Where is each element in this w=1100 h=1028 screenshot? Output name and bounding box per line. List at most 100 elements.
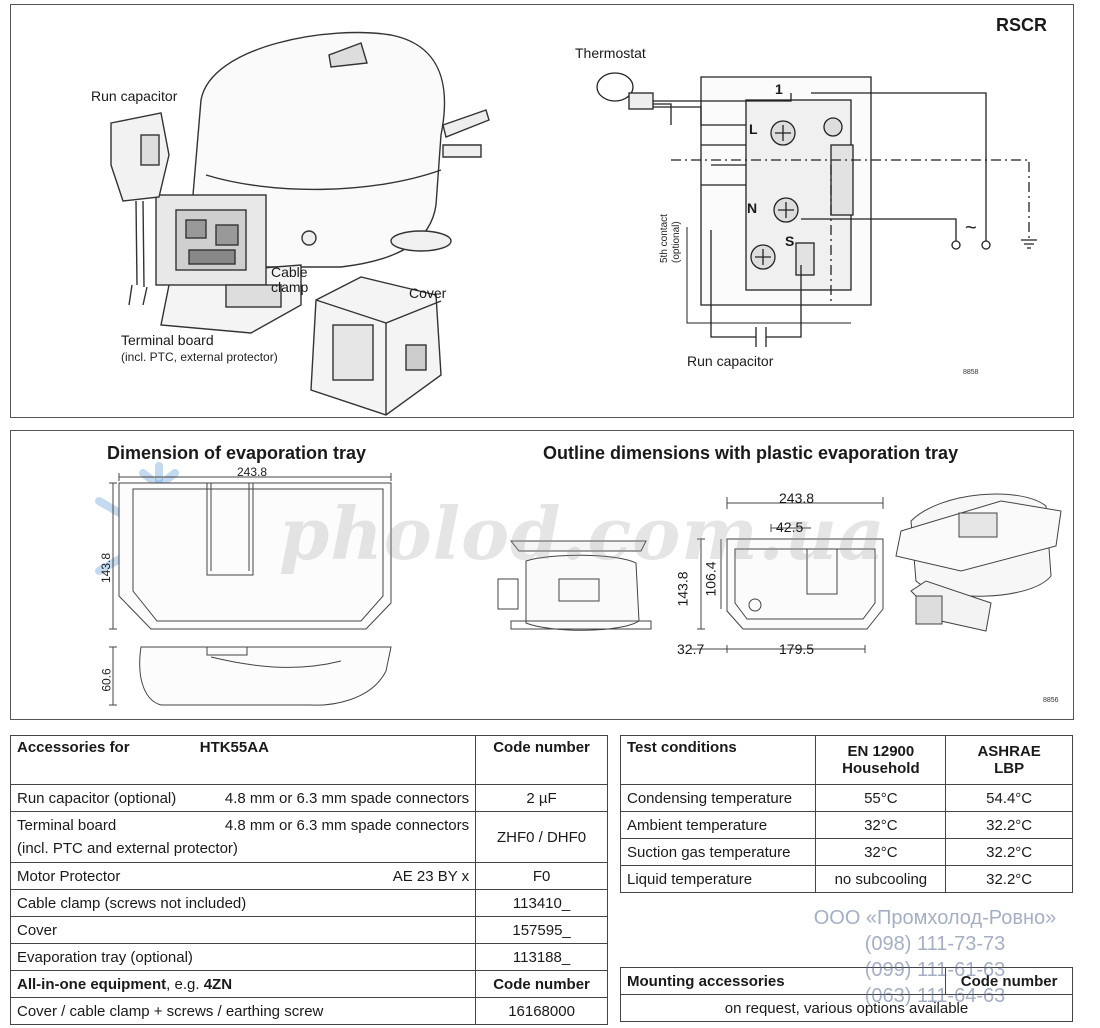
ashrae-header: ASHRAE	[977, 743, 1041, 760]
outline-inner-height-dim: 106.4	[702, 561, 719, 597]
row-spec: 4.8 mm or 6.3 mm spade connectors	[224, 789, 470, 807]
row-ashrae-value: 32.2°C	[945, 811, 1073, 839]
accessories-table: Accessories for HTK55AA Code number Run …	[9, 735, 608, 1025]
row-en-value: 32°C	[815, 811, 947, 839]
row-name: Ambient temperature	[619, 811, 817, 839]
row-name: Cover	[9, 916, 477, 944]
thermostat-label: Thermostat	[575, 45, 646, 61]
accessories-header-row: Accessories for HTK55AA Code number	[9, 735, 608, 785]
row-ashrae-value: 54.4°C	[945, 784, 1073, 812]
outline-dimensions-title: Outline dimensions with plastic evaporat…	[543, 443, 959, 463]
watermark-text: pholod.com.ua	[279, 491, 886, 576]
table-row: Evaporation tray (optional) 113188_	[9, 943, 608, 971]
row-name: Run capacitor (optional)	[17, 789, 177, 807]
row-spec: AE 23 BY x	[392, 867, 470, 885]
company-phone: (098) 111-73-73	[864, 933, 1006, 955]
company-name: ООО «Промхолод-Ровно»	[813, 907, 1057, 929]
table-row: Ambient temperature 32°C 32.2°C	[619, 811, 1073, 839]
mounting-label: Mounting accessories	[619, 967, 947, 995]
row-code: 16168000	[475, 997, 608, 1025]
wiring-schematic	[596, 72, 1037, 347]
mounting-header-row: Mounting accessories Code number	[619, 967, 1073, 995]
row-name: Motor Protector	[17, 867, 121, 885]
cable-clamp-label: Cable clamp	[271, 264, 309, 295]
row-spec: 4.8 mm or 6.3 mm spade connectors	[224, 817, 470, 834]
row-name: Cable clamp (screws not included)	[9, 889, 477, 917]
row-name: Cover / cable clamp + screws / earthing …	[9, 997, 477, 1025]
row-en-value: no subcooling	[815, 865, 947, 893]
compressor-illustration	[110, 31, 490, 416]
table-row: Run capacitor (optional) 4.8 mm or 6.3 mm…	[9, 784, 608, 812]
mounting-row: on request, various options available	[620, 994, 1073, 1022]
table-row: Liquid temperature no subcooling 32.2°C	[619, 865, 1073, 893]
allinone-header-row: All-in-one equipment, e.g. 4ZN Code numb…	[9, 970, 608, 998]
outline-height-dim: 143.8	[674, 571, 691, 607]
outline-offset-dim: 42.5	[776, 519, 804, 535]
figure-number: 8858	[963, 369, 979, 376]
tray-height-dim: 143.8	[99, 552, 114, 584]
tray-side-height-dim: 60.6	[99, 668, 114, 692]
row-en-value: 55°C	[815, 784, 947, 812]
table-row: Cover 157595_	[9, 916, 608, 944]
row-ashrae-value: 32.2°C	[945, 838, 1073, 866]
allinone-code-header: Code number	[475, 970, 608, 998]
ashrae-subheader: LBP	[994, 760, 1025, 777]
row-name: Suction gas temperature	[619, 838, 817, 866]
table-row: Motor Protector AE 23 BY x F0	[9, 862, 608, 890]
table-row: Cable clamp (screws not included) 113410…	[9, 889, 608, 917]
outline-base-dim: 179.5	[779, 641, 815, 657]
row-name: Evaporation tray (optional)	[9, 943, 477, 971]
table-row: Condensing temperature 55°C 54.4°C	[619, 784, 1073, 812]
company-watermark: ООО «Промхолод-Ровно» (098) 111-73-73 (0…	[790, 905, 1080, 1009]
outline-width-dim: 243.8	[779, 490, 815, 506]
allinone-example: 4ZN	[203, 975, 233, 993]
row-en-value: 32°C	[815, 838, 947, 866]
en-standard-header: EN 12900	[847, 743, 915, 760]
tray-width-dim: 243.8	[237, 465, 268, 479]
dimensions-panel: Dimension of evaporation tray Outline di…	[10, 430, 1074, 720]
row-name: Condensing temperature	[619, 784, 817, 812]
row-code: F0	[475, 862, 608, 890]
table-row: Terminal board 4.8 mm or 6.3 mm spade con…	[9, 811, 608, 863]
table-row: Cover / cable clamp + screws / earthing …	[9, 997, 608, 1025]
row-name-continued: (incl. PTC and external protector)	[17, 840, 238, 857]
accessories-code-header: Code number	[475, 735, 608, 785]
table-row: Suction gas temperature 32°C 32.2°C	[619, 838, 1073, 866]
row-code: 157595_	[475, 916, 608, 944]
row-code: ZHF0 / DHF0	[475, 811, 608, 863]
accessories-label: Accessories for	[17, 739, 130, 756]
ac-symbol: ~	[965, 217, 977, 239]
run-capacitor-schematic-label: Run capacitor	[687, 353, 774, 369]
allinone-label-rest: , e.g.	[166, 975, 204, 993]
evaporation-tray-title: Dimension of evaporation tray	[107, 443, 367, 463]
terminal-n-label: N	[747, 200, 758, 216]
allinone-label: All-in-one equipment	[17, 975, 167, 993]
test-conditions-label: Test conditions	[619, 735, 817, 785]
cover-label: Cover	[409, 285, 447, 301]
company-phone: (063) 111-64-63	[864, 985, 1006, 1007]
row-code: 2 µF	[475, 784, 608, 812]
terminal-l-label: L	[749, 121, 758, 137]
company-phone: (099) 111-61-63	[864, 959, 1006, 981]
terminal-1-label: 1	[775, 81, 783, 97]
en-standard-subheader: Household	[842, 760, 920, 777]
row-code: 113410_	[475, 889, 608, 917]
fifth-contact-label: 5th contact (optional)	[659, 214, 682, 263]
row-name: Liquid temperature	[619, 865, 817, 893]
dimension-drawings	[95, 462, 1062, 706]
outline-left-dim: 32.7	[677, 641, 705, 657]
run-capacitor-label: Run capacitor	[91, 88, 178, 104]
terminal-s-label: S	[785, 233, 795, 249]
figure-number-dims: 8856	[1043, 697, 1059, 704]
row-name: Terminal board	[17, 817, 117, 834]
mounting-value: on request, various options available	[620, 994, 1073, 1022]
terminal-board-label: Terminal board	[121, 332, 214, 348]
model-name: HTK55AA	[199, 739, 269, 756]
row-code: 113188_	[475, 943, 608, 971]
terminal-board-note: (incl. PTC, external protector)	[121, 350, 278, 364]
mounting-table: Mounting accessories Code number on requ…	[619, 967, 1073, 1022]
row-ashrae-value: 32.2°C	[945, 865, 1073, 893]
wiring-panel: RSCR Run capacitor Cable clamp Cover Ter…	[10, 4, 1074, 418]
